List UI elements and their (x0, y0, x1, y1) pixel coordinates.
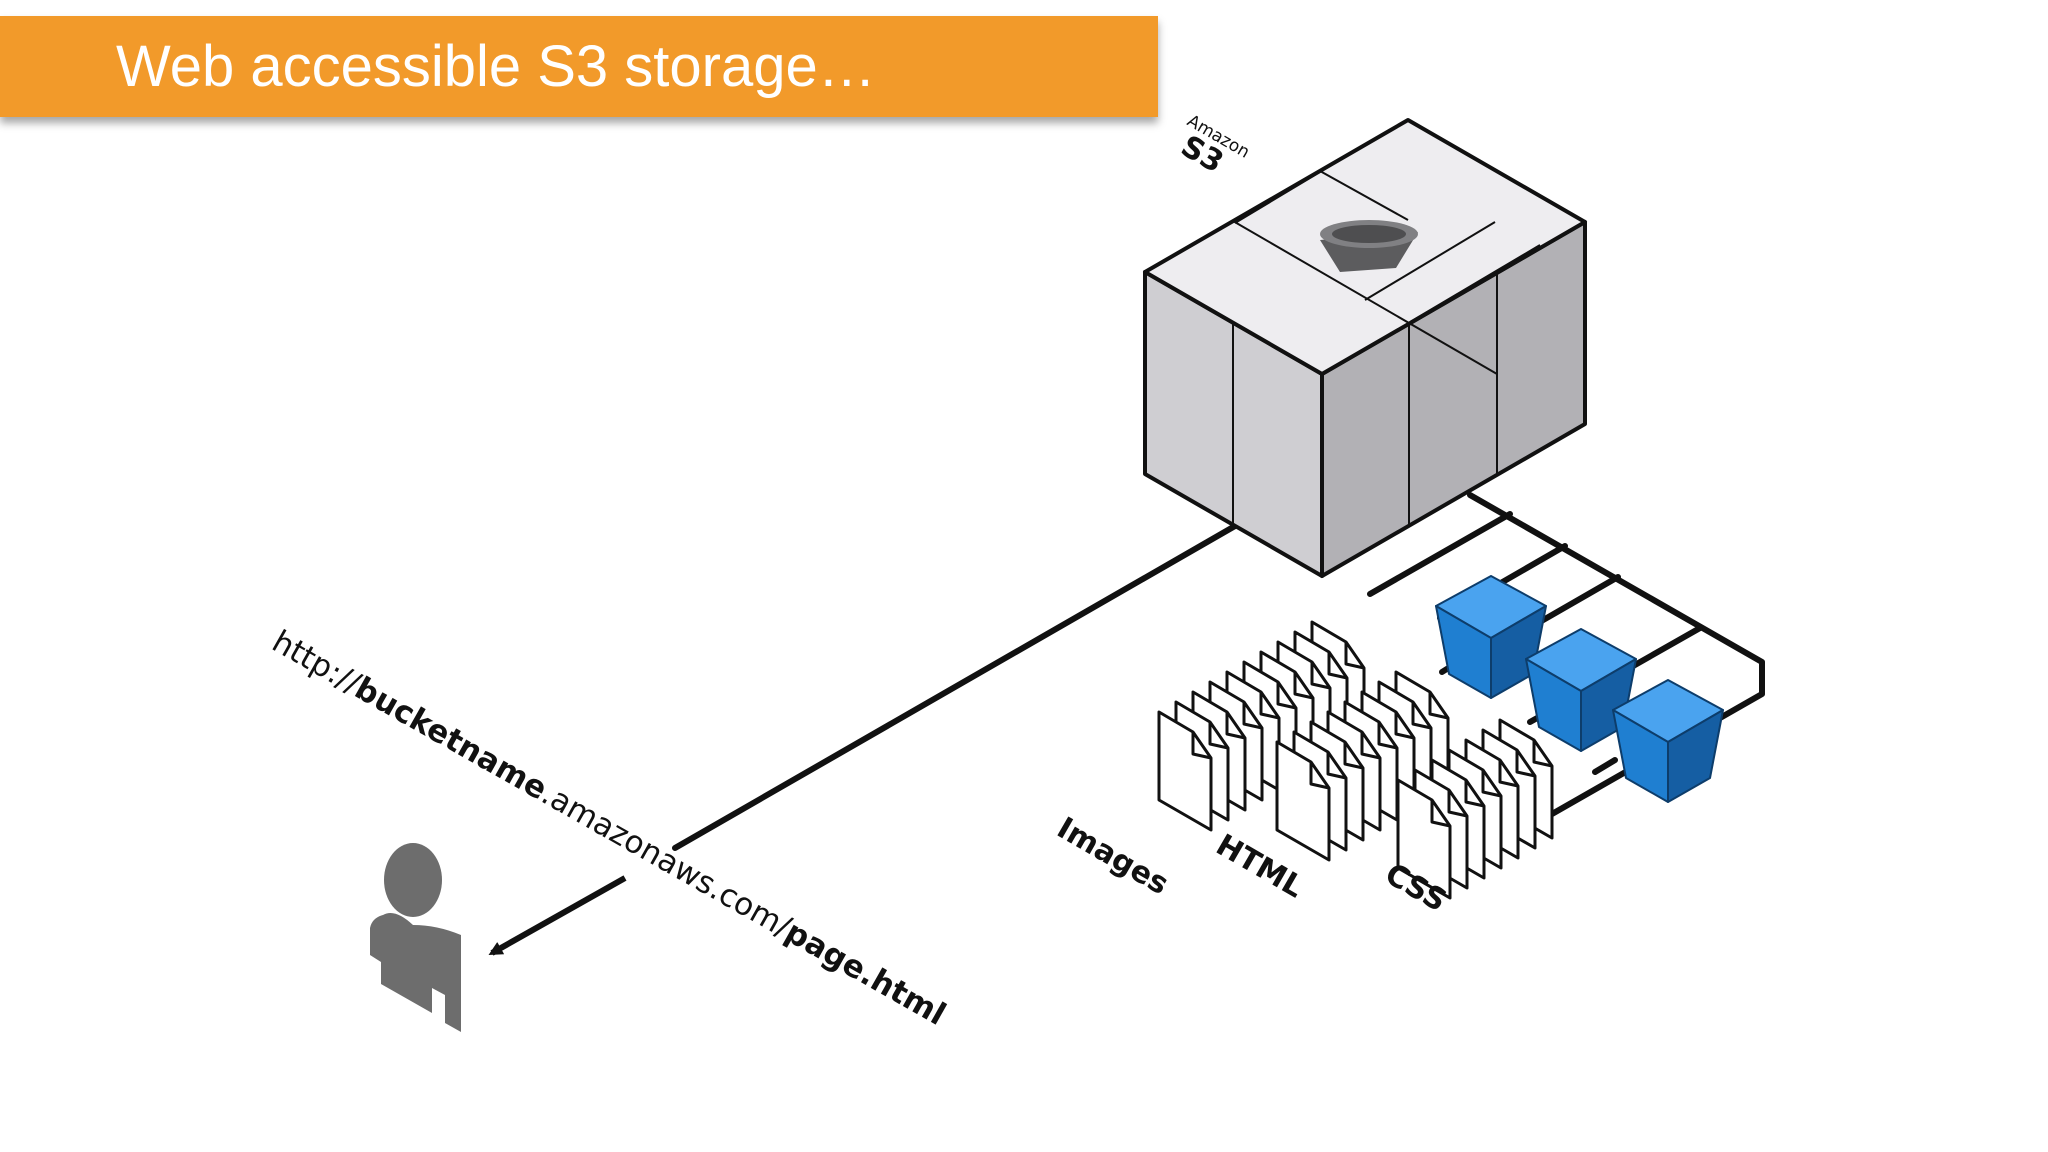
bucket-cube-icon (1435, 575, 1547, 699)
s3-brand: Amazon S3 (1175, 111, 1253, 180)
bucket-cube-icon (1525, 628, 1637, 752)
s3-storage-block (1143, 118, 1587, 578)
slide-title: Web accessible S3 storage… (116, 34, 876, 99)
title-banner: Web accessible S3 storage… (0, 16, 1158, 117)
bucket-icon (1320, 220, 1418, 272)
download-arrow (488, 875, 627, 956)
file-group-label-images: Images (1051, 811, 1174, 902)
url-page: page.html (779, 914, 952, 1033)
url-bucket: bucketname (349, 670, 553, 807)
user-icon (370, 843, 461, 1032)
bucket-cube-icon (1612, 679, 1724, 803)
bucket-url: http://bucketname.amazonaws.com/page.htm… (266, 624, 952, 1033)
url-prefix: http:// (266, 624, 367, 702)
